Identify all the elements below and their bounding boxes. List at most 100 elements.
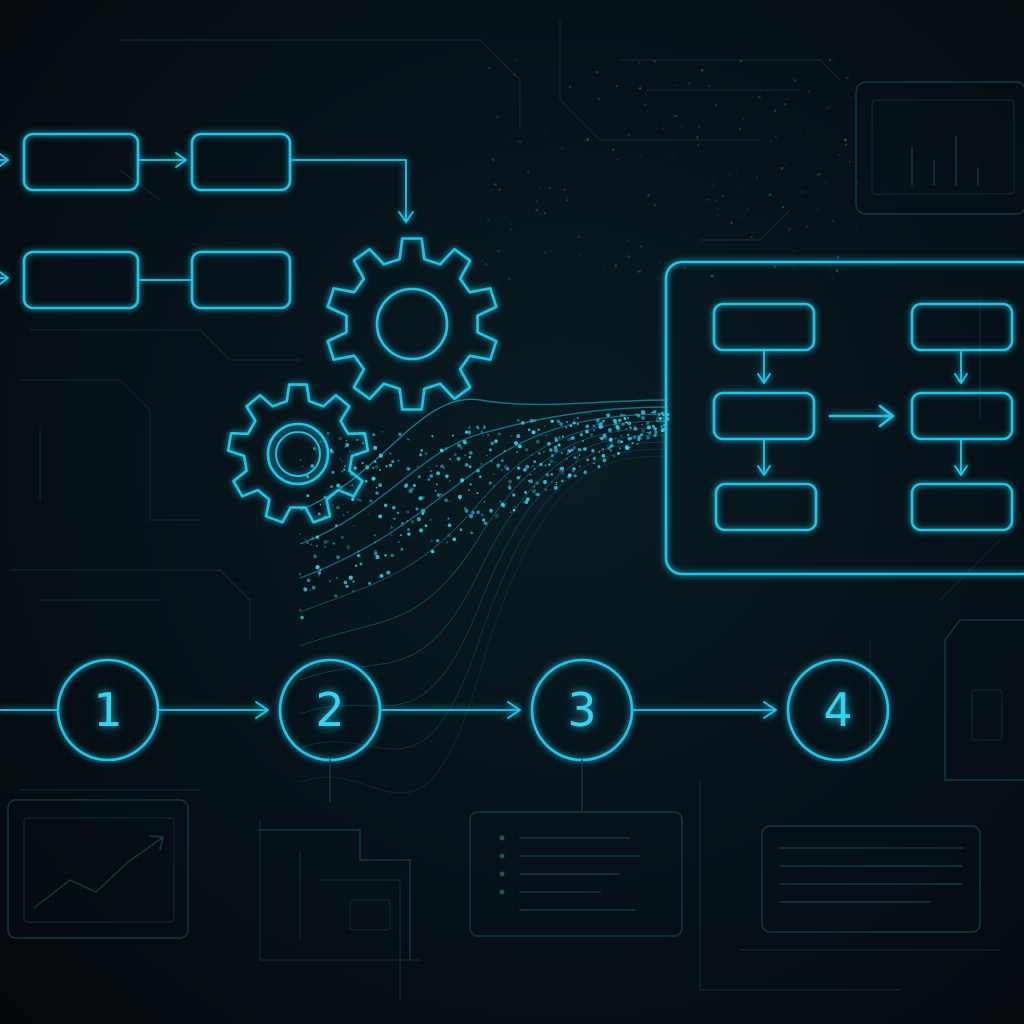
background-speck [835,132,837,134]
data-particle [662,420,665,423]
background-speck [654,204,657,207]
line-chart-panel [7,799,189,939]
data-particle [632,435,637,440]
data-particle [317,512,321,516]
step-circle-2 [278,658,382,762]
data-particle [373,549,378,554]
background-speck [780,166,784,170]
data-particle [627,421,632,426]
data-particle [482,518,486,522]
data-particle [390,533,393,537]
data-particle [335,576,338,579]
background-speck [539,187,542,190]
data-particle [503,464,508,470]
background-speck [548,186,551,189]
background-speck [644,104,647,106]
data-particle [561,435,564,438]
data-particle [530,454,533,456]
data-particle [572,446,576,450]
background-speck [716,213,720,216]
data-particle [419,528,424,533]
data-particle [306,475,309,478]
data-particle [560,466,565,471]
data-particle [352,525,355,527]
data-particle [602,433,607,438]
data-particle [436,539,440,543]
data-particle [573,456,576,459]
data-particle [318,574,320,577]
background-speck [519,140,522,143]
data-particle [576,416,579,419]
data-particle [480,513,484,517]
data-particle [388,463,393,467]
data-particle [444,498,448,503]
background-speck [491,158,495,161]
data-particle [326,540,329,543]
document-panel-center [469,811,683,937]
arrow-icon [757,373,771,384]
data-particle [355,438,359,442]
data-particle [477,427,480,430]
background-speck [565,196,567,199]
data-particle [658,412,660,414]
data-particle [567,475,571,479]
background-speck [816,174,819,176]
data-particle [452,461,454,463]
data-particle [373,541,377,544]
data-particle [323,495,327,499]
data-particle [629,426,632,429]
data-particle [362,442,365,445]
background-speck [673,115,676,118]
stream-line [299,441,669,715]
data-particle [429,518,432,522]
data-particle [602,458,607,463]
data-particle [496,466,500,470]
data-particle [445,541,449,544]
data-particle [591,449,595,453]
data-particle [514,506,517,509]
background-speck [795,139,797,141]
background-speck [510,228,512,231]
data-particle [299,458,302,462]
data-particle [334,594,338,598]
data-particle [658,416,662,420]
data-particle [553,485,558,490]
data-particle [357,553,362,558]
background-speck [527,170,530,173]
data-particle [447,523,452,528]
background-speck [547,202,549,204]
data-particle [524,500,529,505]
data-particle [565,457,568,460]
data-particle [469,483,472,486]
data-particle [390,526,393,529]
data-particle [651,424,655,428]
data-particle [319,568,322,571]
data-particle [396,511,400,515]
data-particle [611,442,613,444]
data-particle [374,460,377,463]
data-particle [315,565,320,570]
data-particle [567,449,571,453]
data-particle [525,448,529,452]
data-particle [385,465,388,468]
data-particle [448,458,452,461]
data-particle [459,528,463,531]
background-speck [730,221,733,225]
data-particle [341,460,344,463]
data-particle [575,456,579,460]
background-speck [831,277,834,280]
data-particle [343,514,345,516]
background-speck [757,95,761,99]
data-particle [612,418,617,423]
background-speck [509,222,512,225]
data-particle [561,472,565,475]
background-speck [659,261,662,264]
background-speck [645,93,648,96]
background-speck [675,114,679,118]
background-speck [556,99,558,102]
background-speck [781,193,784,196]
data-particle [660,425,663,428]
background-speck [832,219,835,222]
data-particle [364,479,368,483]
